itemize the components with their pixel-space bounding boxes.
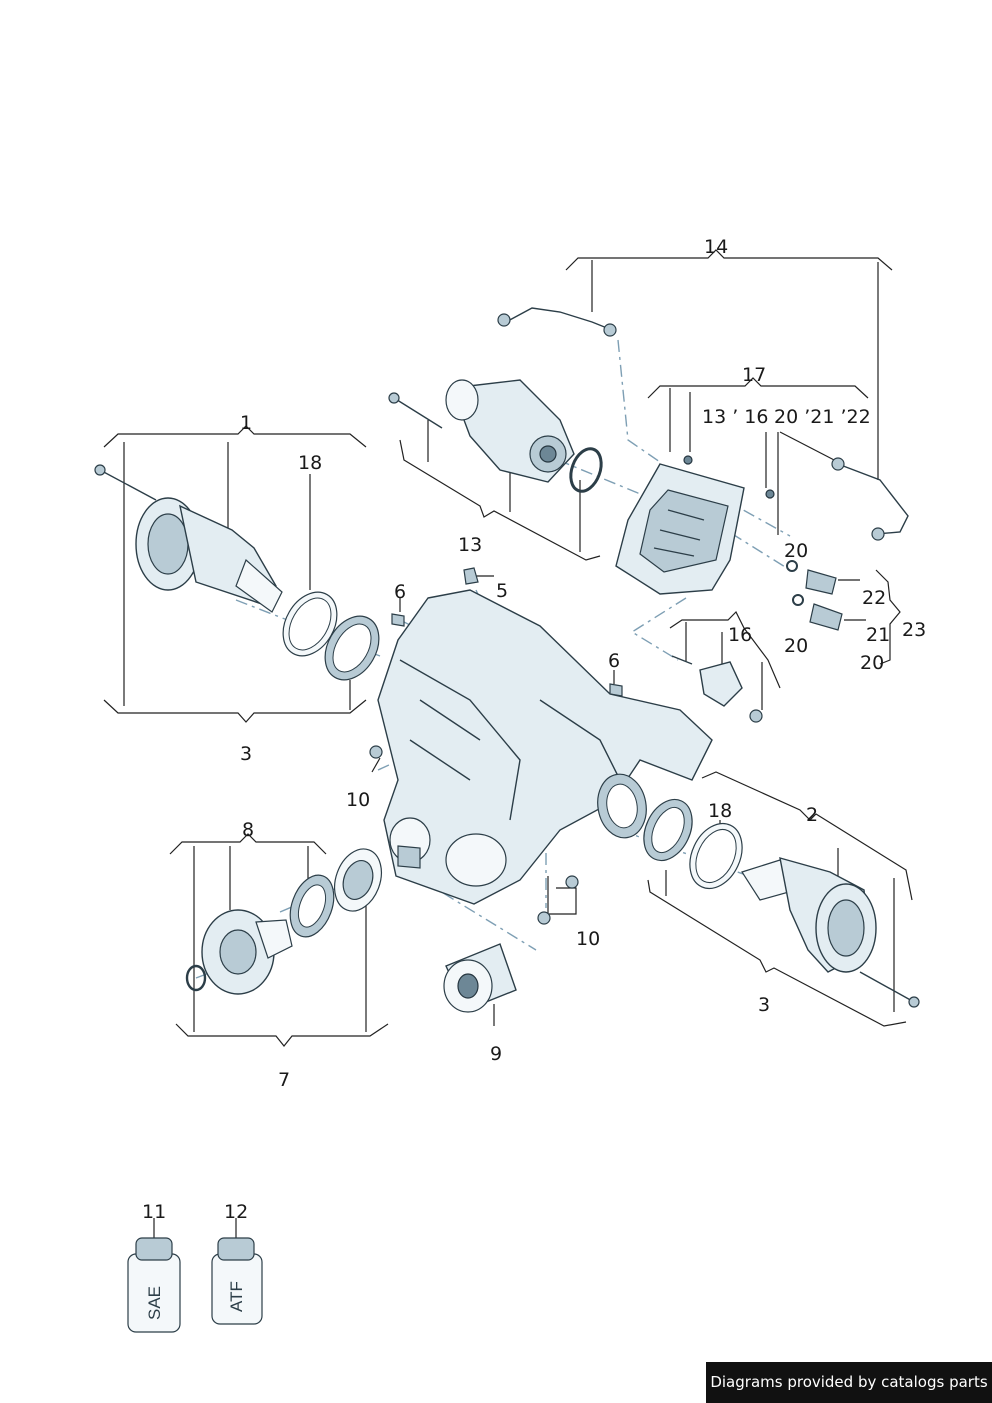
- breather-plug: [463, 567, 479, 585]
- callout-7: 7: [278, 1069, 290, 1091]
- callout-10-left: 10: [346, 789, 370, 811]
- callout-9: 9: [490, 1043, 502, 1065]
- shim-ring-left: [282, 591, 338, 657]
- thrust-bearing: [289, 874, 335, 938]
- screw-10-right-a: [565, 875, 579, 889]
- screw-10-right-b: [537, 911, 551, 925]
- callout-1: 1: [240, 412, 252, 434]
- bolt-motor: [388, 392, 443, 429]
- circlip: [185, 964, 207, 992]
- callout-16: 16: [728, 624, 752, 646]
- bracket-lines: [103, 249, 913, 1240]
- seal-ring-right: [643, 798, 693, 862]
- seal-ring-left: [324, 615, 380, 681]
- callout-23: 23: [902, 619, 926, 641]
- o-ring-motor: [569, 447, 603, 493]
- credit-banner: Diagrams provided by catalogs parts: [706, 1362, 992, 1403]
- callout-11: 11: [142, 1201, 166, 1223]
- flange-shaft-left: [135, 497, 283, 613]
- callout-5: 5: [496, 580, 508, 602]
- solenoid-valve: [671, 655, 763, 723]
- rubber-bushing: [443, 943, 517, 1013]
- callout-21: 21: [866, 624, 890, 646]
- callout-18-left: 18: [298, 452, 322, 474]
- callout-2: 2: [806, 804, 818, 826]
- callout-20-b: 20: [784, 635, 808, 657]
- callout-8: 8: [242, 819, 254, 841]
- callout-numbers: 14 17 13 ’ 16 20 ’21 ’22 1 18 13 5 6 20 …: [142, 236, 926, 1223]
- screw-10-left: [369, 745, 383, 759]
- callout-20-21-22: 20 ’21 ’22: [774, 406, 871, 428]
- pressure-sender-lower: [792, 594, 843, 631]
- pressure-sender-upper: [786, 560, 837, 595]
- oil-bottle-atf: ATF: [211, 1237, 263, 1325]
- vent-line-top: [497, 307, 617, 337]
- output-flange: [201, 909, 293, 995]
- callout-13: 13: [458, 534, 482, 556]
- callout-20-a: 20: [784, 540, 808, 562]
- bottle-label-atf: ATF: [227, 1281, 246, 1312]
- callout-6-right: 6: [608, 650, 620, 672]
- callout-12: 12: [224, 1201, 248, 1223]
- callout-3-right: 3: [758, 994, 770, 1016]
- shim-ring-right: [689, 822, 743, 890]
- bolt-right: [859, 971, 920, 1008]
- flange-shaft-right: [741, 857, 877, 973]
- callout-17: 17: [742, 364, 766, 386]
- final-drive-housing: [377, 589, 713, 905]
- control-valve-body: [615, 455, 775, 595]
- callout-3-left: 3: [240, 743, 252, 765]
- bottle-label-sae: SAE: [145, 1286, 164, 1320]
- callout-18-right: 18: [708, 800, 732, 822]
- bolt-left: [94, 464, 157, 501]
- actuator-motor: [445, 379, 575, 483]
- plug-6-left: [391, 613, 405, 627]
- vent-line-right: [831, 457, 909, 541]
- callout-20-c: 20: [860, 652, 884, 674]
- callout-10-right: 10: [576, 928, 600, 950]
- shaft-seal: [334, 848, 382, 912]
- callout-22: 22: [862, 587, 886, 609]
- plug-6-right: [609, 683, 623, 697]
- callout-6-left: 6: [394, 581, 406, 603]
- callout-14: 14: [704, 236, 728, 258]
- oil-bottle-sae: SAE: [127, 1237, 181, 1333]
- callout-13-16: 13 ’ 16: [702, 406, 768, 428]
